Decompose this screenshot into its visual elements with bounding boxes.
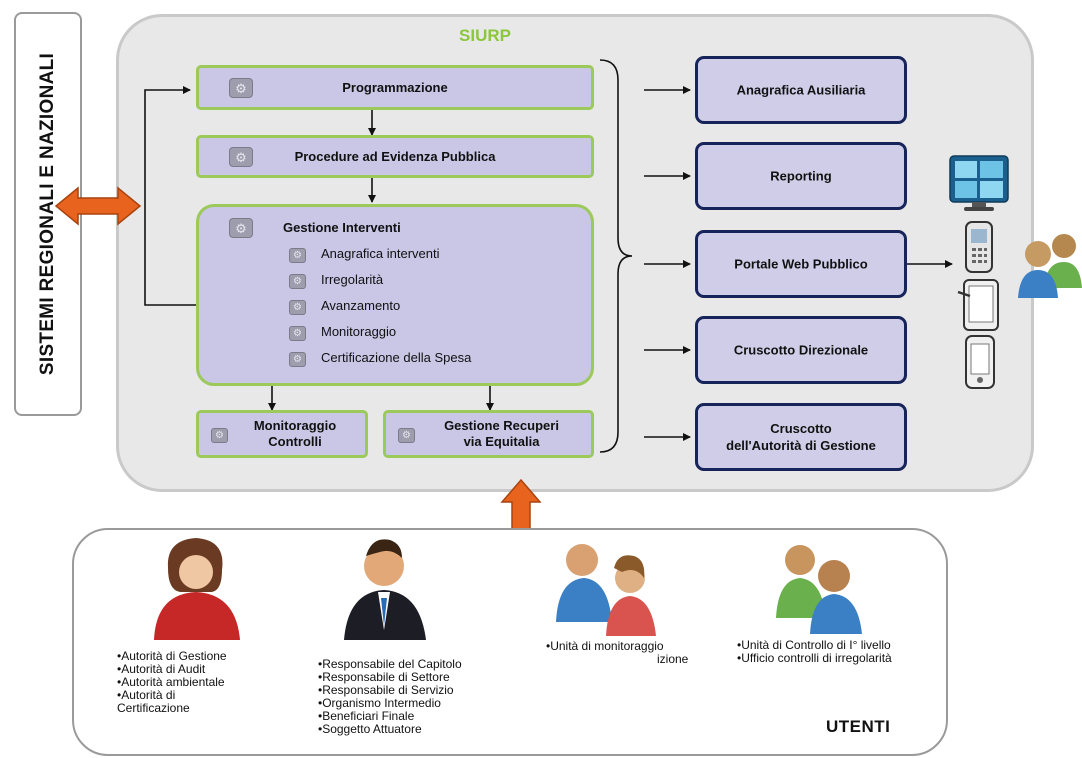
gear-icon: ⚙	[289, 352, 306, 367]
output-reporting-label: Reporting	[770, 168, 832, 184]
module-gestione-interventi: ⚙ Gestione Interventi ⚙ Anagrafica inter…	[196, 204, 594, 386]
gear-icon: ⚙	[229, 147, 253, 167]
role-item: izione	[657, 652, 689, 666]
gear-icon: ⚙	[289, 326, 306, 341]
cruscotto-line: Cruscotto	[770, 421, 832, 436]
module-procedure-label: Procedure ad Evidenza Pubblica	[294, 148, 496, 164]
role-item: •Autorità di Audit	[117, 662, 206, 676]
loop-connector	[144, 86, 196, 306]
gear-icon: ⚙	[229, 218, 253, 238]
module-programmazione: ⚙ Programmazione	[196, 65, 594, 110]
role-item: •Beneficiari Finale	[318, 709, 415, 723]
sub-item-avanzamento: Avanzamento	[321, 298, 401, 313]
gestione-recuperi-line: Gestione Recuperi	[444, 418, 559, 433]
role-item: •Responsabile del Capitolo	[318, 657, 462, 671]
output-cruscotto-direzionale: Cruscotto Direzionale	[695, 316, 907, 384]
sub-item-monitoraggio: Monitoraggio	[321, 324, 397, 339]
gear-icon: ⚙	[289, 274, 306, 289]
role-item: •Unità di Controllo di I° livello	[737, 638, 891, 652]
role-item: •Soggetto Attuatore	[318, 722, 422, 736]
module-programmazione-label: Programmazione	[342, 79, 448, 95]
brace	[599, 59, 633, 453]
siurp-title: SIURP	[459, 26, 511, 45]
output-anagrafica-ausiliaria: Anagrafica Ausiliaria	[695, 56, 907, 124]
module-monitoraggio-controlli: ⚙ Monitoraggio Controlli	[196, 410, 368, 458]
module-procedure: ⚙ Procedure ad Evidenza Pubblica	[196, 135, 594, 178]
output-portale-web-label: Portale Web Pubblico	[734, 256, 868, 272]
gear-icon: ⚙	[398, 428, 415, 443]
role-item: •Autorità ambientale	[117, 675, 225, 689]
role-item: •Responsabile di Servizio	[318, 683, 454, 697]
role-item: •Autorità di Gestione	[117, 649, 227, 663]
gear-icon: ⚙	[211, 428, 228, 443]
sub-item-irregolarita: Irregolarità	[321, 272, 384, 287]
role-item: •Ufficio controlli di irregolarità	[737, 651, 892, 665]
role-item: •Organismo Intermedio	[318, 696, 441, 710]
role-item: Certificazione	[117, 701, 190, 715]
sub-item-certificazione: Certificazione della Spesa	[321, 350, 472, 365]
utenti-title: UTENTI	[826, 717, 891, 736]
output-cruscotto-autorita-label: Cruscotto dell'Autorità di Gestione	[702, 420, 900, 454]
output-portale-web: Portale Web Pubblico	[695, 230, 907, 298]
gear-icon: ⚙	[289, 300, 306, 315]
output-anagrafica-ausiliaria-label: Anagrafica Ausiliaria	[736, 82, 866, 98]
via-equitalia-line: via Equitalia	[463, 434, 540, 449]
gear-icon: ⚙	[289, 248, 306, 263]
user-group-3: •Unità di monitoraggio izione	[546, 640, 688, 666]
role-item: •Responsabile di Settore	[318, 670, 450, 684]
double-arrow-icon-horizontal	[54, 186, 142, 226]
controlli-line: Controlli	[268, 434, 322, 449]
user-group-2: •Responsabile del Capitolo •Responsabile…	[318, 658, 462, 736]
gestione-interventi-title: Gestione Interventi	[283, 220, 401, 235]
sub-item-anagrafica: Anagrafica interventi	[321, 246, 440, 261]
user-group-4: •Unità di Controllo di I° livello •Uffic…	[737, 639, 892, 665]
gear-icon: ⚙	[229, 78, 253, 98]
user-group-1: •Autorità di Gestione •Autorità di Audit…	[117, 650, 227, 715]
module-gestione-recuperi: ⚙ Gestione Recuperi via Equitalia	[383, 410, 594, 458]
module-gestione-recuperi-label: Gestione Recuperi via Equitalia	[412, 418, 591, 450]
monitoraggio-line: Monitoraggio	[253, 418, 337, 433]
role-item: •Unità di monitoraggio	[546, 639, 664, 653]
role-item: •Autorità di	[117, 688, 176, 702]
output-reporting: Reporting	[695, 142, 907, 210]
module-monitoraggio-controlli-label: Monitoraggio Controlli	[225, 418, 365, 450]
output-cruscotto-direzionale-label: Cruscotto Direzionale	[733, 342, 869, 358]
output-cruscotto-autorita: Cruscotto dell'Autorità di Gestione	[695, 403, 907, 471]
autorita-line: dell'Autorità di Gestione	[726, 438, 876, 453]
